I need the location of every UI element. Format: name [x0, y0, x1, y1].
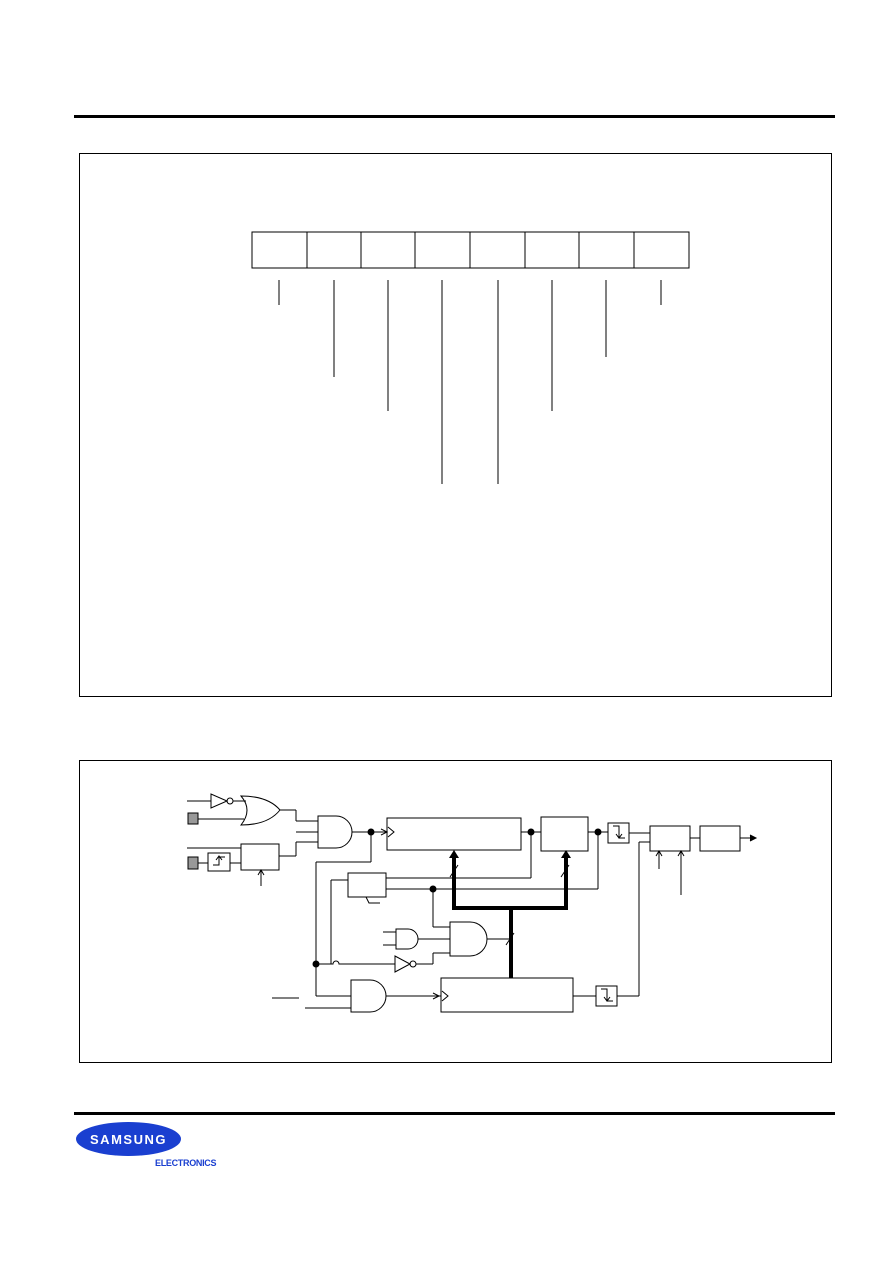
input-pin-2-icon	[187, 856, 199, 870]
register-bit-cell-0	[633, 231, 690, 269]
and-gate-2-icon	[395, 928, 419, 950]
logo-brand: SAMSUNG	[76, 1122, 181, 1156]
samsung-logo: SAMSUNG ELECTRONICS	[76, 1122, 226, 1170]
inverter-2-icon	[394, 955, 412, 973]
input-pin-1-icon	[187, 812, 199, 825]
and-gate-3-icon	[449, 921, 488, 957]
output-block-2	[699, 825, 741, 852]
edge-detector-rising-icon	[207, 852, 231, 872]
register-panel	[79, 153, 832, 697]
buffer-block	[347, 872, 387, 898]
header-rule	[74, 115, 835, 118]
logo-division: ELECTRONICS	[155, 1158, 217, 1168]
or-gate-icon	[239, 795, 281, 826]
prescaler-block	[440, 977, 574, 1013]
and-gate-1-icon	[317, 815, 353, 849]
inverter-1-icon	[210, 793, 229, 809]
counter-block	[386, 817, 522, 851]
footer-rule	[74, 1112, 835, 1115]
data-bus	[452, 854, 568, 910]
comparator-block	[540, 816, 589, 852]
output-block-1	[649, 825, 691, 852]
and-gate-4-icon	[350, 979, 387, 1013]
block-diagram-panel	[79, 760, 832, 1063]
control-block-1	[240, 843, 280, 871]
